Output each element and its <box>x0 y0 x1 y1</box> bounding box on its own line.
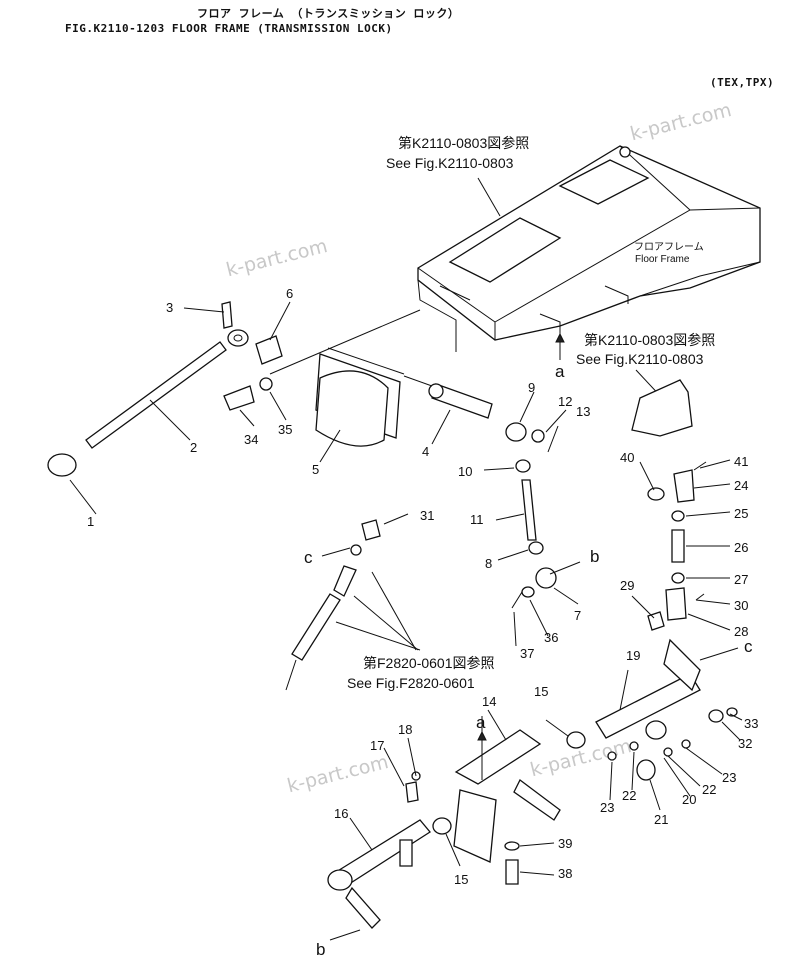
reference-en-top: See Fig.K2110-0803 <box>386 155 514 171</box>
part-number: 34 <box>244 432 258 447</box>
part-number: 8 <box>485 556 492 571</box>
part-number: 32 <box>738 736 752 751</box>
part-number: 31 <box>420 508 434 523</box>
leader-line <box>335 621 421 651</box>
part-number: 27 <box>734 572 748 587</box>
part-number: 4 <box>422 444 429 459</box>
figure-title: FIG.K2110-1203 FLOOR FRAME (TRANSMISSION… <box>65 22 393 35</box>
title-japanese: フロア フレーム （トランスミッション ロック） <box>197 7 460 20</box>
part-number: 23 <box>722 770 736 785</box>
reference-jp-bottom: 第F2820-0601図参照 <box>363 655 495 671</box>
lock-shaft <box>566 638 738 781</box>
connection-letter-b: b <box>316 940 325 959</box>
reference-en-bottom: See Fig.F2820-0601 <box>347 675 475 691</box>
part-number: 15 <box>454 872 468 887</box>
reference-en-right: See Fig.K2110-0803 <box>576 351 704 367</box>
lock-arm <box>432 729 561 885</box>
part-number: 12 <box>558 394 572 409</box>
connection-letter-a: a <box>476 713 486 732</box>
part-number: 23 <box>600 800 614 815</box>
part-number: 28 <box>734 624 748 639</box>
part-number: 13 <box>576 404 590 419</box>
part-number: 33 <box>744 716 758 731</box>
part-number: 22 <box>622 788 636 803</box>
part-number: 24 <box>734 478 748 493</box>
part-number: 7 <box>574 608 581 623</box>
part-number: 17 <box>370 738 384 753</box>
part-leaders <box>69 301 743 876</box>
part-number: 30 <box>734 598 748 613</box>
model-tag: (TEX,TPX) <box>710 76 775 89</box>
part-number: 25 <box>734 506 748 521</box>
arrow-b-lower <box>329 929 361 941</box>
part-number: 14 <box>482 694 496 709</box>
upper-linkage <box>631 379 707 631</box>
part-number: 10 <box>458 464 472 479</box>
part-number: 37 <box>520 646 534 661</box>
connection-letter-a: a <box>555 362 565 381</box>
joint-parts <box>505 422 559 609</box>
part-number: 41 <box>734 454 748 469</box>
part-number: 1 <box>87 514 94 529</box>
part-number: 16 <box>334 806 348 821</box>
cable-parts <box>285 519 381 691</box>
floor-frame-label-jp: フロアフレーム <box>634 241 704 253</box>
arrow-c-right <box>699 647 739 661</box>
part-number: 3 <box>166 300 173 315</box>
arrow-c-left <box>321 547 351 557</box>
reference-jp-right: 第K2110-0803図参照 <box>584 332 715 348</box>
part-number: 40 <box>620 450 634 465</box>
leader-line <box>353 595 419 651</box>
part-number: 18 <box>398 722 412 737</box>
part-number: 21 <box>654 812 668 827</box>
part-number: 11 <box>470 512 484 527</box>
lower-lever <box>327 771 431 929</box>
arrow-b-upper <box>549 561 581 575</box>
floor-frame-label-en: Floor Frame <box>635 254 690 265</box>
part-number: 6 <box>286 286 293 301</box>
part-number: 29 <box>620 578 634 593</box>
lock-rod <box>403 375 493 419</box>
connection-letter-c: c <box>744 637 753 656</box>
reference-jp-top: 第K2110-0803図参照 <box>398 135 529 151</box>
part-number: 5 <box>312 462 319 477</box>
arrow-head-icon <box>477 730 487 741</box>
arrow-head-icon <box>555 332 565 343</box>
connection-letter-b: b <box>590 547 599 566</box>
floor-frame <box>417 145 761 352</box>
leader-line <box>477 177 501 217</box>
part-number: 9 <box>528 380 535 395</box>
part-number: 20 <box>682 792 696 807</box>
part-number-labels: 1 2 3 4 5 6 7 8 9 10 11 12 13 14 15 15 1… <box>87 286 758 887</box>
part-number: 2 <box>190 440 197 455</box>
part-number: 35 <box>278 422 292 437</box>
part-number: 19 <box>626 648 640 663</box>
lever-assembly <box>47 301 283 477</box>
part-number: 38 <box>558 866 572 881</box>
connection-letter-c: c <box>304 548 313 567</box>
part-number: 22 <box>702 782 716 797</box>
part-number: 26 <box>734 540 748 555</box>
part-number: 36 <box>544 630 558 645</box>
part-number: 15 <box>534 684 548 699</box>
lock-bracket <box>269 309 421 447</box>
part-number: 39 <box>558 836 572 851</box>
leader-line <box>371 571 417 651</box>
